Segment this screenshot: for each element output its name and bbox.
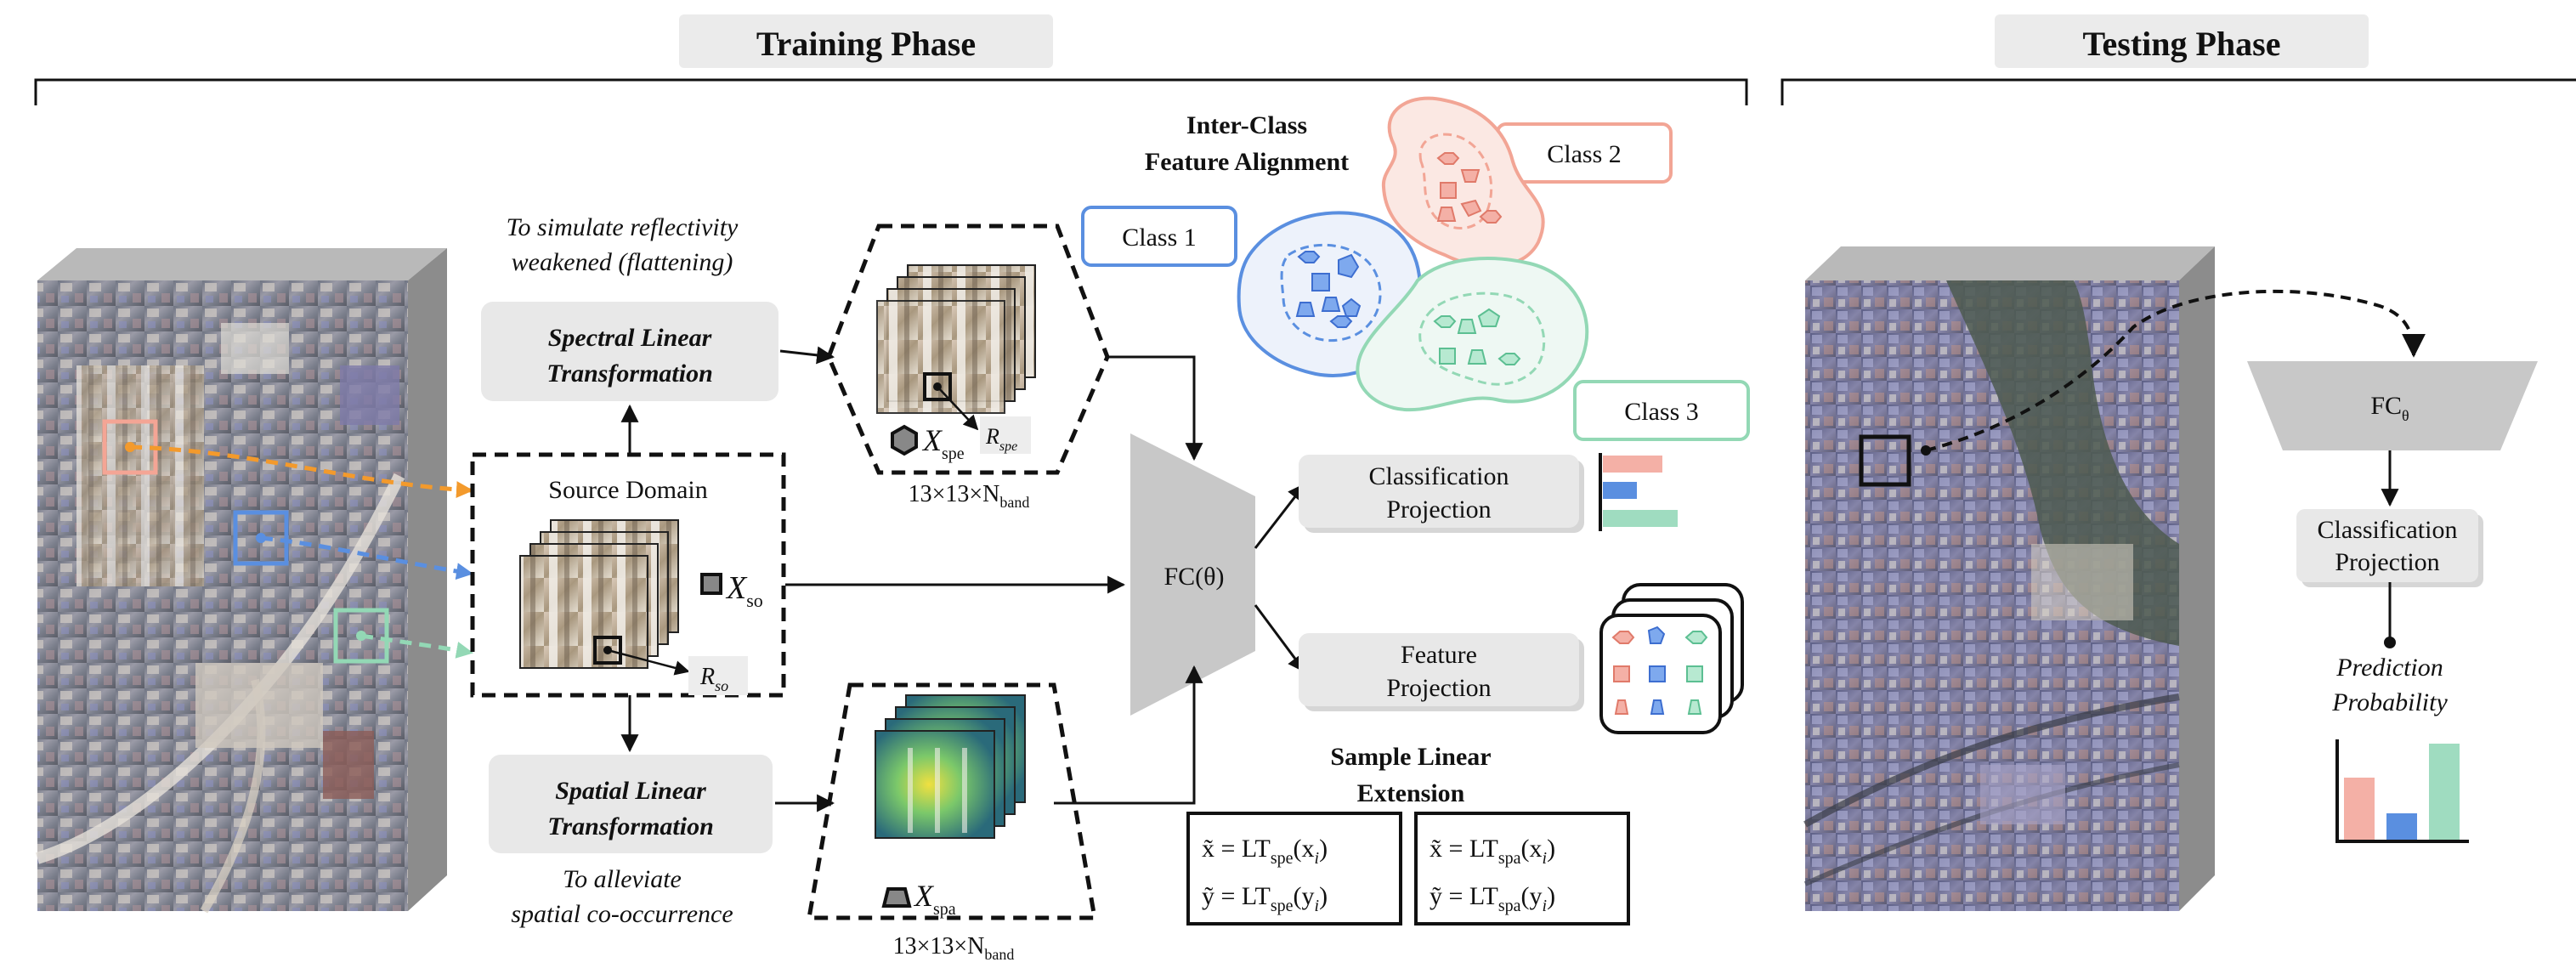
testing-phase-title: Testing Phase xyxy=(2082,25,2280,63)
extension-spe-box xyxy=(1186,812,1402,926)
spectral-dims: 13×13×Nband xyxy=(909,481,1030,511)
x-spa-marker xyxy=(881,887,912,908)
target-patch-arrow xyxy=(1925,289,2426,452)
class2-label: Class 2 xyxy=(1547,140,1622,168)
class1-label-box xyxy=(1081,206,1237,267)
ext-spa-y: ỹ = LTspa(yi) xyxy=(1430,882,1555,915)
source-patch-arrow-orange xyxy=(129,444,473,499)
source-hsi-cube xyxy=(35,248,447,914)
class2-cluster xyxy=(1381,96,1545,269)
source-patch-class1 xyxy=(233,510,289,566)
prediction-line2: Probability xyxy=(2331,688,2448,716)
target-hsi-cube xyxy=(1803,246,2215,911)
ext-spa-x: x̃ = LTspa(xi) xyxy=(1430,835,1555,868)
class3-label: Class 3 xyxy=(1624,398,1699,426)
spectral-lt-line1: Spectral Linear xyxy=(548,324,712,352)
alignment-title-line2: Feature Alignment xyxy=(1145,148,1349,176)
ext-spe-y: ỹ = LTspe(yi) xyxy=(1202,882,1328,915)
source-patch-class3 xyxy=(333,608,389,664)
cls-proj-line2: Projection xyxy=(1386,495,1491,524)
spatial-dims: 13×13×Nband xyxy=(893,933,1015,963)
spectral-lt-line2: Transformation xyxy=(546,359,713,388)
spatial-note-line2: spatial co-occurrence xyxy=(511,900,733,928)
spectral-lt-box xyxy=(481,302,778,401)
x-so-symbol: Xso xyxy=(725,570,763,611)
test-classification-projection-box xyxy=(2296,509,2478,582)
training-phase-bracket xyxy=(34,78,1748,105)
source-patch-arrow-green xyxy=(360,633,473,659)
prediction-line1: Prediction xyxy=(2335,654,2443,682)
training-phase-badge xyxy=(679,14,1053,68)
spatial-lt-line1: Spatial Linear xyxy=(555,777,706,805)
fc-theta-block xyxy=(1130,433,1255,716)
testing-phase-bracket xyxy=(1781,78,2576,105)
prediction-probability-bars xyxy=(2335,739,2469,843)
spectral-sample-hexagon xyxy=(826,224,1110,475)
source-domain-box xyxy=(470,452,786,698)
extension-title-line2: Extension xyxy=(1357,779,1465,807)
testing-phase-badge xyxy=(1995,14,2369,68)
spatial-patch-stack xyxy=(875,694,1026,839)
x-spe-marker xyxy=(891,424,918,456)
extension-title-line1: Sample Linear xyxy=(1330,743,1491,771)
training-phase-title: Training Phase xyxy=(756,25,976,63)
class1-label: Class 1 xyxy=(1122,224,1197,252)
x-spa-symbol: Xspa xyxy=(913,879,956,919)
classification-output-bars xyxy=(1599,453,1678,531)
ext-spe-x: x̃ = LTspe(xi) xyxy=(1202,835,1328,868)
alignment-title-line1: Inter-Class xyxy=(1186,111,1307,139)
x-spe-symbol: Xspe xyxy=(921,423,965,463)
spatial-sample-trapezoid xyxy=(807,682,1097,920)
source-patch-stack xyxy=(519,519,679,669)
x-so-marker xyxy=(700,573,722,595)
fc-theta-label: FC(θ) xyxy=(1163,563,1224,591)
test-fc-block xyxy=(2247,361,2538,450)
spectral-note-line1: To simulate reflectivity xyxy=(507,213,739,241)
spectral-patch-stack xyxy=(876,264,1036,414)
class3-cluster xyxy=(1356,257,1589,412)
extension-spa-box xyxy=(1414,812,1630,926)
cls-proj-line1: Classification xyxy=(1369,462,1509,490)
source-domain-label: Source Domain xyxy=(548,476,707,504)
spatial-note-line1: To alleviate xyxy=(563,865,682,893)
target-patch xyxy=(1859,434,1911,487)
source-patch-arrow-blue xyxy=(260,535,473,580)
spatial-lt-line2: Transformation xyxy=(547,812,714,841)
test-cls-proj-line1: Classification xyxy=(2318,516,2458,544)
feature-card-stack xyxy=(1599,583,1744,734)
test-cls-proj-line2: Projection xyxy=(2335,548,2439,576)
r-so-symbol: Rso xyxy=(699,664,728,694)
class3-label-box xyxy=(1573,380,1750,441)
feat-proj-line1: Feature xyxy=(1401,641,1477,669)
spectral-note-line2: weakened (flattening) xyxy=(512,248,733,276)
spatial-lt-box xyxy=(489,755,773,853)
r-spe-symbol: Rspe xyxy=(985,424,1017,454)
test-fc-label: FCθ xyxy=(2370,392,2409,424)
feat-proj-line2: Projection xyxy=(1386,674,1491,702)
